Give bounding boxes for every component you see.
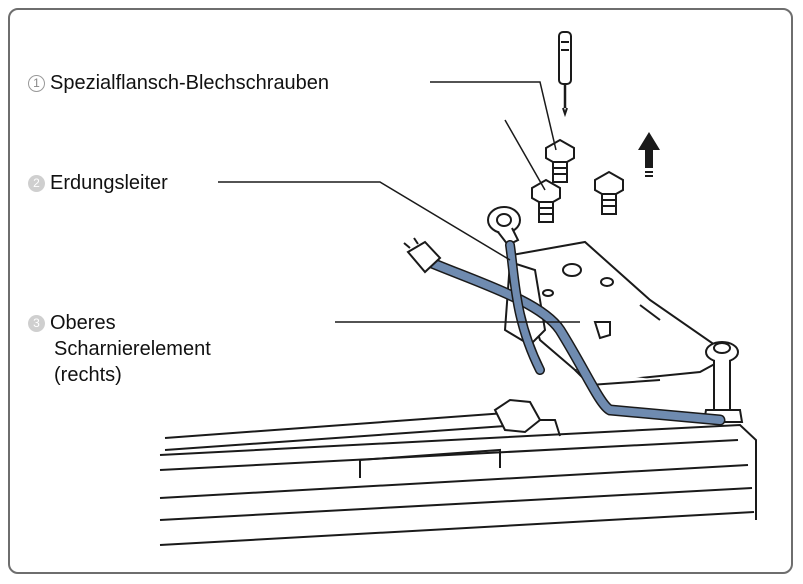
screw-icon-2 xyxy=(531,178,561,223)
upper-hinge-right xyxy=(503,240,744,423)
ground-wire-terminal xyxy=(487,206,521,247)
screw-icon-3 xyxy=(594,170,624,215)
ground-wire xyxy=(414,240,726,426)
screw-icon xyxy=(545,138,575,183)
cabinet-top xyxy=(159,398,757,546)
callout-2: 2 Erdungsleiter xyxy=(28,170,168,196)
callout-text-3-line1: Oberes xyxy=(50,312,116,334)
wire-connector xyxy=(403,237,442,274)
callout-number-2: 2 xyxy=(28,175,45,192)
callout-3: 3 Oberes Scharnierelement (rechts) xyxy=(28,310,211,388)
diagram-frame xyxy=(8,8,793,574)
callout-number-3: 3 xyxy=(28,315,45,332)
callout-text-2: Erdungsleiter xyxy=(50,172,168,194)
callout-number-1: 1 xyxy=(28,75,45,92)
arrow-up-icon xyxy=(638,132,660,177)
callout-text-3-line2: Scharnierelement xyxy=(54,338,211,360)
callout-1: 1 Spezialflansch-Blechschrauben xyxy=(28,70,329,96)
leader-lines xyxy=(218,81,580,323)
callout-text-3-line3: (rechts) xyxy=(54,364,122,386)
screwdriver-icon xyxy=(558,31,572,118)
callout-text-1: Spezialflansch-Blechschrauben xyxy=(50,72,330,94)
